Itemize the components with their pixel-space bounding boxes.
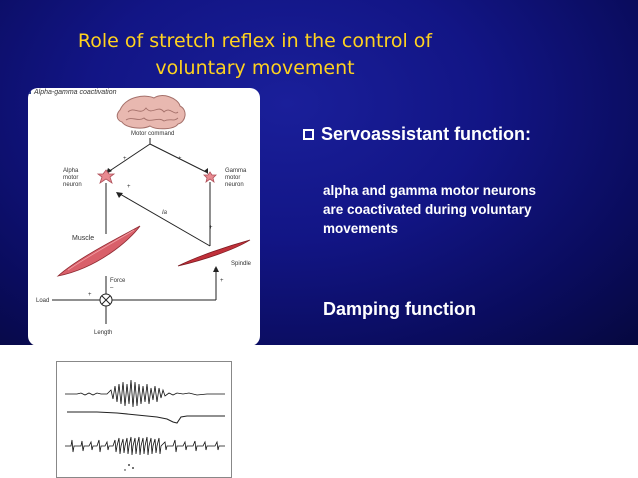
gamma-label-2: motor <box>225 175 240 181</box>
brain-icon <box>116 95 186 130</box>
sign-3: + <box>127 184 131 190</box>
emg-trace-figure <box>56 361 232 478</box>
ia-label: Ia <box>162 210 168 216</box>
trace-dot <box>132 467 134 469</box>
sign-6: – <box>110 285 114 291</box>
sign-7: + <box>88 292 92 298</box>
alpha-label-2: motor <box>63 175 78 181</box>
bullet-servoassistant: Servoassistant function: <box>303 124 531 145</box>
diagram-heading: Alpha-gamma coactivation <box>33 89 117 96</box>
header-marker <box>28 88 31 94</box>
sign-8: + <box>220 278 224 284</box>
sign-4: + <box>209 225 213 231</box>
gamma-neuron-icon <box>203 171 217 183</box>
title-line-1: Role of stretch reflex in the control of <box>77 30 433 52</box>
gamma-label-3: neuron <box>225 182 244 188</box>
alpha-label-1: Alpha <box>63 168 79 174</box>
coactivation-paragraph: alpha and gamma motor neurons are coacti… <box>323 181 613 238</box>
arrow-to-gamma <box>204 168 208 174</box>
length-label: Length <box>94 330 112 336</box>
muscle-label: Muscle <box>72 235 94 242</box>
force-label: Force <box>110 278 126 284</box>
emg-trace-top <box>65 379 225 408</box>
sign-1: + <box>123 156 127 162</box>
trace-dot <box>128 464 130 466</box>
paragraph-line-2: are coactivated during voluntary <box>323 202 532 217</box>
slide-title: Role of stretch reflex in the control of… <box>70 28 440 82</box>
paragraph-line-1: alpha and gamma motor neurons <box>323 183 537 198</box>
spindle-label: Spindle <box>231 261 252 267</box>
alpha-label-3: neuron <box>63 182 82 188</box>
checkbox-bullet-icon <box>303 129 314 140</box>
axon-lines <box>105 182 211 247</box>
alpha-gamma-diagram: Alpha-gamma coactivation Motor command +… <box>28 88 260 346</box>
summing-junction-icon <box>99 293 113 307</box>
displacement-trace <box>67 411 225 424</box>
trace-dot <box>124 469 126 471</box>
paragraph-line-3: movements <box>323 221 399 236</box>
alpha-neuron-icon <box>96 169 116 184</box>
sign-2: + <box>178 156 182 162</box>
load-label: Load <box>36 298 49 304</box>
length-feedback-line <box>105 270 217 324</box>
spindle-shape <box>177 239 251 267</box>
motor-command-label: Motor command <box>131 131 174 137</box>
bullet-label: Servoassistant function: <box>321 124 532 144</box>
muscle-highlight <box>67 229 135 271</box>
title-line-2: voluntary movement <box>155 57 355 79</box>
command-arrows <box>107 138 207 173</box>
gamma-label-1: Gamma <box>225 168 247 174</box>
damping-heading: Damping function <box>323 299 476 319</box>
length-arrow-icon <box>213 266 219 272</box>
ia-arrow-icon <box>116 192 123 198</box>
emg-trace-bottom <box>65 436 225 456</box>
